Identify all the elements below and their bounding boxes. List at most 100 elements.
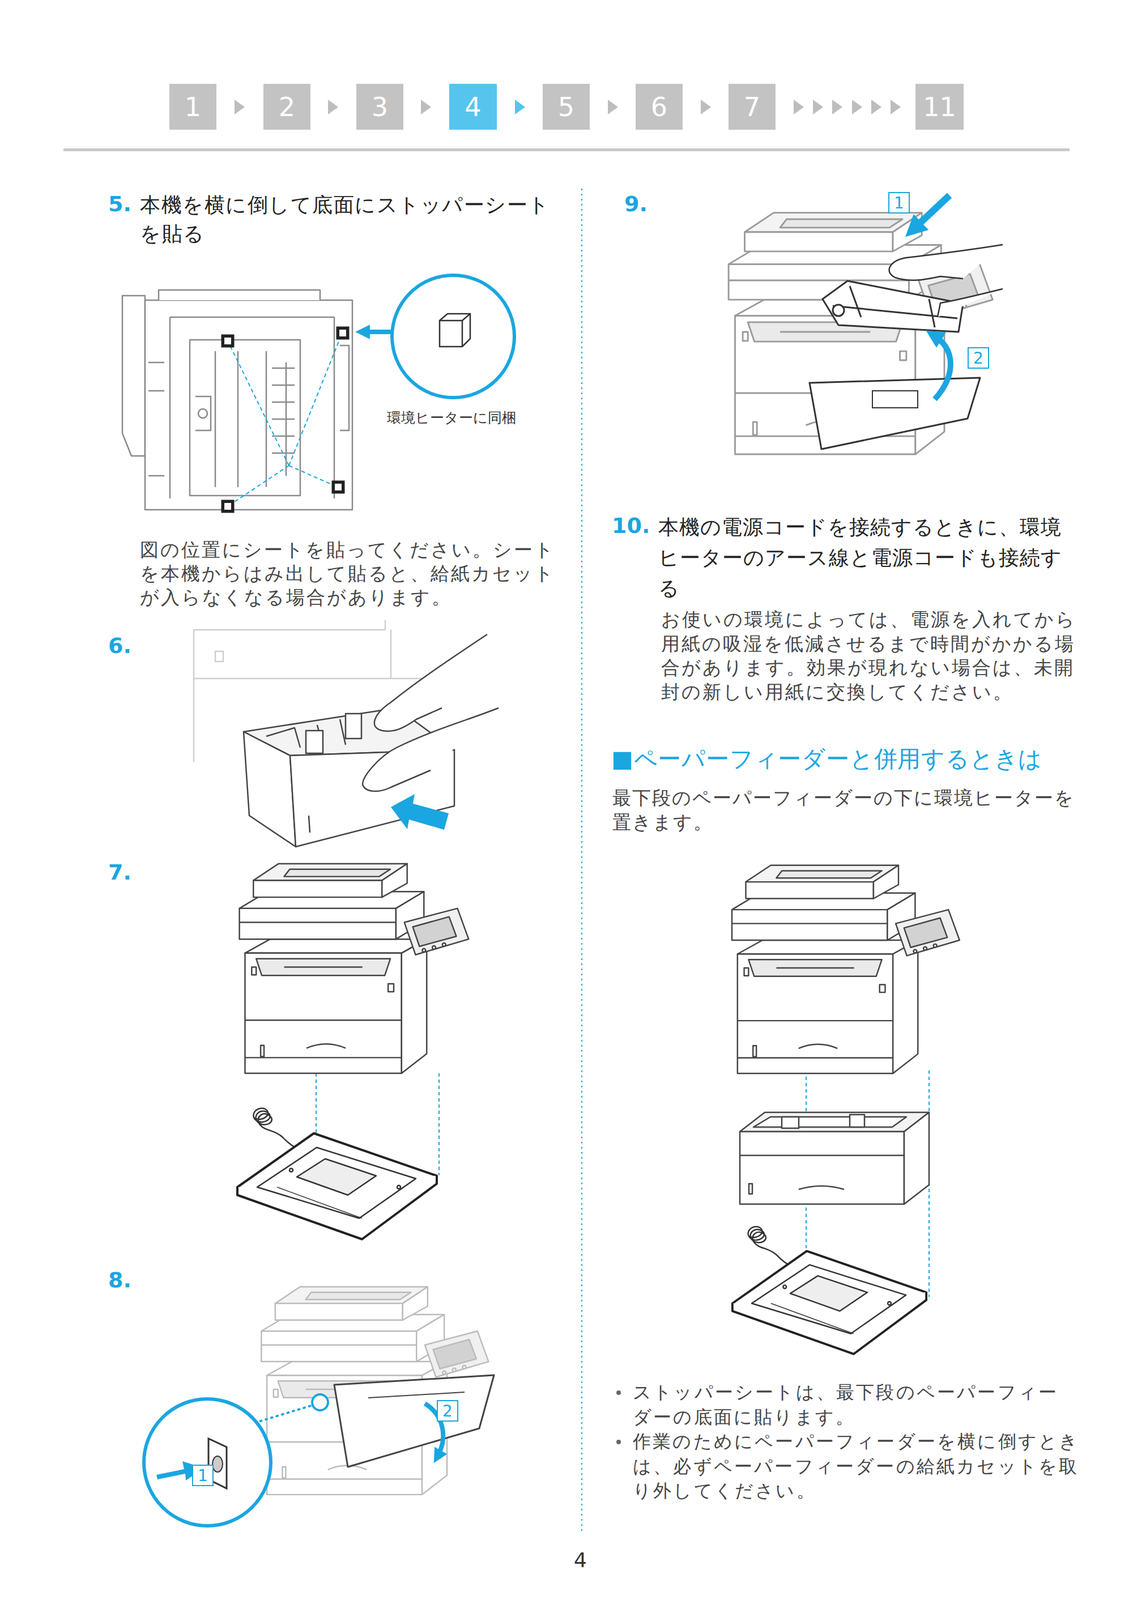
column-divider xyxy=(581,188,583,1533)
bullet xyxy=(616,1390,621,1396)
step-number: 10. xyxy=(611,512,663,540)
step-arrows xyxy=(234,99,245,115)
paper-feeder xyxy=(739,1112,930,1205)
box-text: 11 xyxy=(922,91,957,123)
step-box: 1 xyxy=(169,83,217,130)
close-arrow xyxy=(933,335,951,400)
printer-on-side xyxy=(122,295,146,457)
button-callout xyxy=(212,1456,223,1473)
toner-cartridge xyxy=(832,286,958,328)
step-number: 9. xyxy=(624,190,664,219)
step-arrows xyxy=(793,99,804,115)
sheet-callout xyxy=(362,275,515,398)
section-heading: ■ペーパーフィーダーと併用するときは xyxy=(611,744,1076,775)
step-note: お使いの環境によっては、電源を入れてから用紙の吸湿を低減させるまで時間がかかる場… xyxy=(661,607,1078,705)
hands xyxy=(362,708,499,792)
printer-body-faded xyxy=(215,651,224,662)
paper-feeder xyxy=(739,1112,930,1132)
part-note: 環境ヒーターに同梱 xyxy=(386,409,557,428)
sheet-callout xyxy=(392,275,515,398)
paper-feeder xyxy=(781,1117,799,1129)
front-door xyxy=(368,1392,465,1399)
front-door xyxy=(334,1375,494,1468)
box-text: 2 xyxy=(442,1402,453,1421)
box-text: 7 xyxy=(743,91,761,123)
section-text: 最下段のペーパーフィーダーの下に環境ヒーターを置きます。 xyxy=(612,786,1076,836)
step-box: 11 xyxy=(915,83,964,130)
stopper-sheet xyxy=(331,480,345,494)
step-number: 7. xyxy=(108,858,148,887)
callout-number: 2 xyxy=(436,1400,459,1422)
step-number: 6. xyxy=(108,632,148,660)
box-text: 2 xyxy=(278,91,296,123)
callout-number: 1 xyxy=(192,1464,214,1487)
box-text: 1 xyxy=(197,1466,208,1486)
stopper-lines xyxy=(227,465,289,507)
guide-lines xyxy=(438,1073,440,1176)
stopper-sheet xyxy=(221,500,234,513)
hands xyxy=(362,634,499,792)
step-title: 本機の電源コードを接続するときに、環境ヒーターのアース線と電源コードも接続する xyxy=(658,512,1068,604)
step-arrows xyxy=(871,99,882,115)
step-arrows xyxy=(514,99,526,115)
stopper-sheet xyxy=(334,483,342,491)
stopper-sheet xyxy=(224,503,232,510)
hands xyxy=(889,244,1003,318)
printer-on-side xyxy=(189,339,301,496)
button-callout xyxy=(143,1399,271,1527)
callout-leader xyxy=(254,1403,319,1424)
header-rule xyxy=(63,148,1070,152)
stopper-sheet xyxy=(221,334,234,348)
box-text: 3 xyxy=(371,91,389,123)
hands xyxy=(937,288,1003,318)
printer-on-side xyxy=(148,362,165,476)
stopper-lines xyxy=(227,333,343,507)
paper-cassette xyxy=(308,815,310,833)
box-text: 5 xyxy=(558,91,575,123)
step-box: 5 xyxy=(542,83,590,130)
step-box: 7 xyxy=(728,83,776,130)
step-arrows xyxy=(420,99,432,115)
printer-on-side xyxy=(158,290,321,301)
sheet-callout xyxy=(439,313,471,347)
stopper-lines xyxy=(227,341,289,466)
callout-number: 1 xyxy=(888,192,910,214)
bullet-note: 作業のためにペーパーフィーダーを横に倒すときは、必ずペーパーフィーダーの給紙カセ… xyxy=(632,1429,1081,1505)
stopper-lines xyxy=(288,333,343,466)
paper-feeder xyxy=(849,1114,865,1128)
box-text: 1 xyxy=(893,193,905,213)
callout-number: 2 xyxy=(967,347,990,369)
bullet-note: ストッパーシートは、最下段のペーパーフィーダーの底面に貼ります。 xyxy=(632,1380,1081,1430)
step-box-current: 4 xyxy=(449,83,497,130)
step-arrows xyxy=(328,99,339,115)
box-text: 6 xyxy=(650,91,668,123)
paper-feeder xyxy=(753,1117,907,1128)
paper-feeder xyxy=(739,1155,905,1157)
page-number: 4 xyxy=(573,1548,597,1573)
paper-feeder xyxy=(798,1186,845,1190)
stopper-sheet xyxy=(336,326,349,340)
paper-feeder xyxy=(739,1131,905,1205)
step-arrows xyxy=(607,99,619,115)
printer xyxy=(728,213,993,455)
front-door xyxy=(809,377,981,450)
push-arrow xyxy=(390,794,449,830)
stopper-sheet xyxy=(221,326,349,513)
printer xyxy=(731,865,960,1075)
sheet-callout xyxy=(362,329,391,335)
box-text: 2 xyxy=(973,348,984,368)
environment-heater xyxy=(732,1227,927,1355)
step-arrows xyxy=(832,99,843,115)
sheet-callout xyxy=(439,313,471,347)
button-callout xyxy=(143,1399,271,1527)
step-box: 2 xyxy=(263,83,311,130)
step-note: 図の位置にシートを貼ってください。シートを本機からはみ出して貼ると、給紙カセット… xyxy=(139,538,557,610)
bullet xyxy=(616,1390,621,1445)
printer-on-side xyxy=(169,317,335,499)
box-text: 4 xyxy=(464,91,481,123)
printer-on-side xyxy=(195,396,211,431)
step-arrows xyxy=(700,99,711,115)
printer-on-side xyxy=(198,409,208,419)
printer-on-side xyxy=(339,345,349,431)
